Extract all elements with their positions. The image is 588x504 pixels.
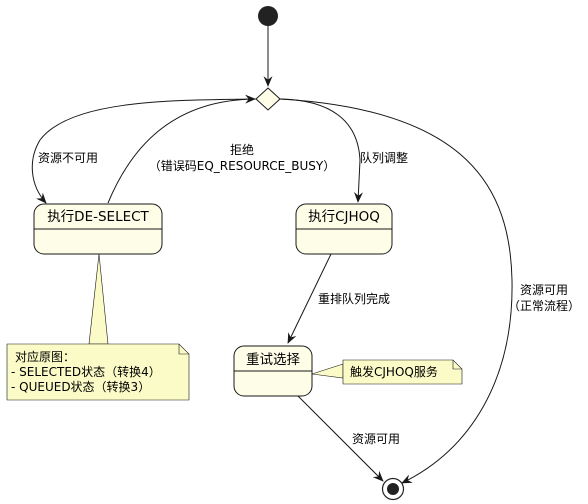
state-retry-title: 重试选择 xyxy=(246,352,300,368)
note-deselect: 对应原图： - SELECTED状态（转换4） - QUEUED状态（转换3） xyxy=(6,253,190,401)
state-cjhoq: 执行CJHOQ xyxy=(295,203,393,255)
choice-node xyxy=(255,87,281,111)
state-retry: 重试选择 xyxy=(233,345,313,397)
edge-label-reject-line1: 拒绝 xyxy=(230,142,254,157)
edge-choice-to-deselect xyxy=(31,98,257,204)
note-deselect-line1: 对应原图： xyxy=(15,349,75,364)
edge-label-queue-adjust: 队列调整 xyxy=(360,150,408,165)
edge-cjhoq-to-retry xyxy=(287,253,332,344)
state-deselect: 执行DE-SELECT xyxy=(33,203,163,255)
state-deselect-title: 执行DE-SELECT xyxy=(47,209,149,225)
state-cjhoq-title: 执行CJHOQ xyxy=(308,209,380,225)
edge-deselect-to-choice xyxy=(107,94,256,204)
initial-node xyxy=(258,6,278,26)
note-retry: 触发CJHOQ服务 xyxy=(311,359,463,385)
edge-label-reject-line2: （错误码EQ_RESOURCE_BUSY） xyxy=(149,159,335,173)
edge-choice-to-cjhoq xyxy=(279,98,363,203)
edge-label-requeue-done: 重排队列完成 xyxy=(318,291,390,306)
note-deselect-line2: - SELECTED状态（转换4） xyxy=(11,364,161,379)
final-node xyxy=(381,477,405,501)
note-retry-text: 触发CJHOQ服务 xyxy=(350,364,438,379)
edge-label-resource-unavailable: 资源不可用 xyxy=(38,151,98,165)
edge-label-available-line2: （正常流程） xyxy=(508,298,580,313)
edge-retry-to-final xyxy=(297,395,384,482)
edge-label-available-line1: 资源可用 xyxy=(520,283,568,297)
edge-choice-to-final xyxy=(279,98,513,484)
edge-label-retry-available: 资源可用 xyxy=(352,432,400,446)
note-deselect-line3: - QUEUED状态（转换3） xyxy=(11,379,150,394)
